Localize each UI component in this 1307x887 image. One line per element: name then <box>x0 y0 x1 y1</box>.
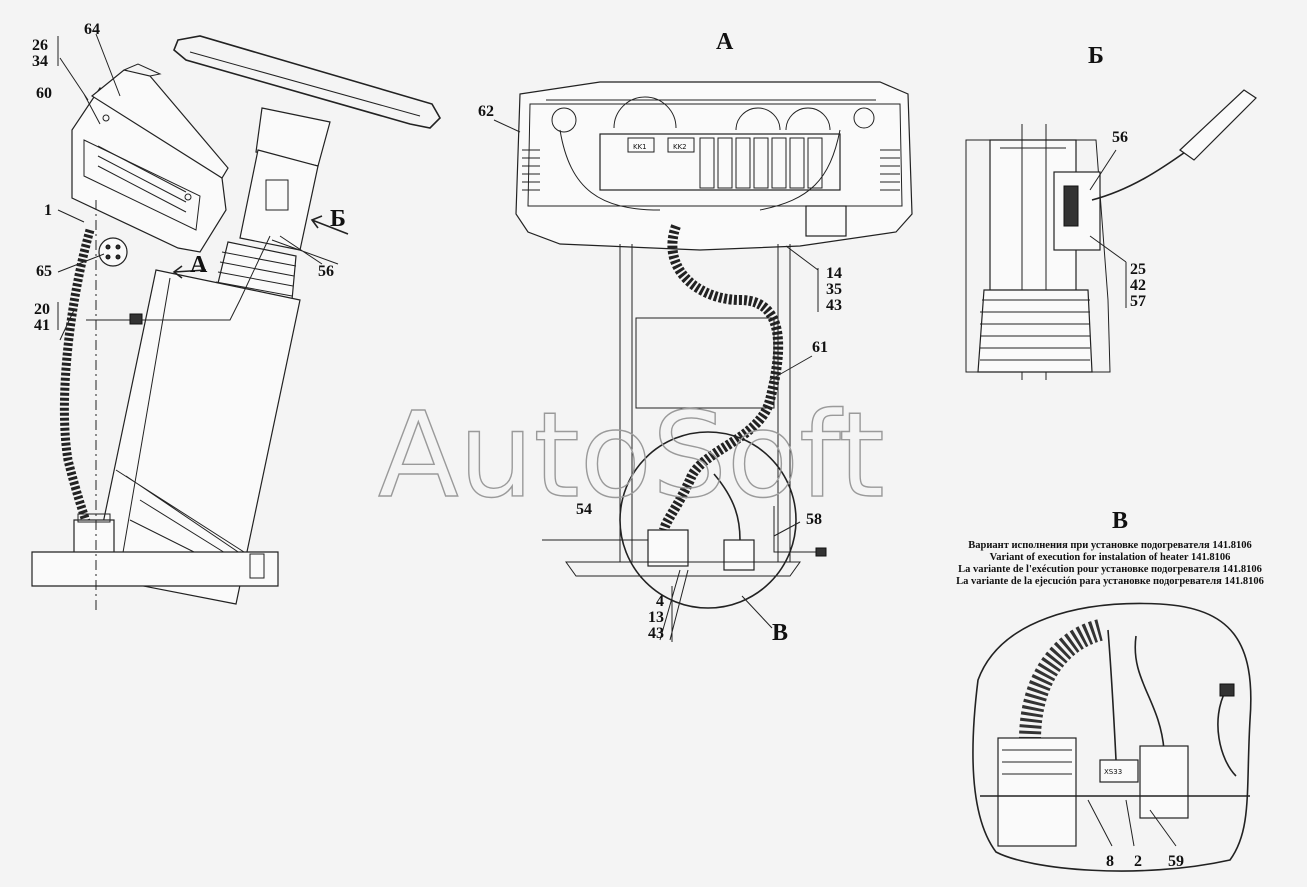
column-cover <box>91 269 301 605</box>
view-a-arrow-label: А <box>190 252 208 278</box>
label-43-bottom: 43 <box>648 625 664 642</box>
label-60: 60 <box>36 85 52 102</box>
arrow-a <box>172 265 207 279</box>
callout-labels: 64 26 34 60 1 65 20 41 56 62 14 35 43 61… <box>32 21 1184 870</box>
wire-harness-side <box>59 228 97 542</box>
arrow-b <box>310 215 349 235</box>
heater-note-es: La variante de la ejecución para установ… <box>956 576 1264 587</box>
label-13: 13 <box>648 609 664 626</box>
connector-heater <box>723 539 755 571</box>
side-view <box>31 33 441 610</box>
label-41: 41 <box>34 317 50 334</box>
label-56-side: 56 <box>318 263 334 280</box>
wire-harness-61 <box>659 224 784 532</box>
label-8: 8 <box>1106 853 1114 870</box>
label-54: 54 <box>576 501 592 518</box>
label-2: 2 <box>1134 853 1142 870</box>
detail-outline-v <box>972 602 1252 872</box>
harness-v <box>1019 619 1104 741</box>
gauge-right <box>785 107 831 131</box>
view-a-title: А <box>716 29 734 55</box>
label-4: 4 <box>656 593 664 610</box>
label-34: 34 <box>32 53 48 70</box>
connector-xs33 <box>1099 759 1139 783</box>
label-62: 62 <box>478 103 494 120</box>
heater-note-en: Variant of execution for instalation of … <box>990 552 1231 563</box>
instrument-cluster <box>71 63 229 253</box>
label-1: 1 <box>44 202 52 219</box>
dash-light <box>551 107 577 133</box>
connector-59 <box>1139 745 1189 819</box>
view-v-callout: В <box>772 620 788 646</box>
label-61: 61 <box>812 339 828 356</box>
label-56-b: 56 <box>1112 129 1128 146</box>
label-20: 20 <box>34 301 50 318</box>
label-65: 65 <box>36 263 52 280</box>
lever-handle <box>1179 89 1257 161</box>
heater-note-ru: Вариант исполнения при установке подогре… <box>968 540 1251 551</box>
view-b-arrow-label: Б <box>330 206 346 232</box>
watermark: AutoSoft <box>378 386 885 524</box>
view-b <box>965 89 1257 380</box>
lever-arm <box>1091 149 1189 201</box>
wire-58-branch <box>713 473 741 541</box>
view-b-title: Б <box>1088 43 1104 69</box>
gauge-left <box>613 96 677 129</box>
connector-65 <box>98 237 128 267</box>
floor-plate-side <box>31 551 279 587</box>
view-v-title: В <box>1112 508 1128 534</box>
steering-wheel <box>173 35 441 129</box>
label-26: 26 <box>32 37 48 54</box>
label-43-top: 43 <box>826 297 842 314</box>
label-35: 35 <box>826 281 842 298</box>
gauge-middle <box>735 107 781 131</box>
label-59: 59 <box>1168 853 1184 870</box>
label-42: 42 <box>1130 277 1146 294</box>
mark-kk1: KK1 <box>633 143 647 151</box>
connector-54 <box>647 529 689 567</box>
view-v <box>972 602 1252 872</box>
column-upper <box>239 149 319 251</box>
label-25: 25 <box>1130 261 1146 278</box>
boot-b <box>977 289 1093 373</box>
dash-switch <box>853 107 875 129</box>
label-64: 64 <box>84 21 100 38</box>
mark-xs33: XS33 <box>1104 768 1122 776</box>
heater-note-fr: La variante de l'exécution pour установк… <box>958 564 1262 575</box>
floor-plate-a <box>565 561 801 577</box>
mark-kk2: KK2 <box>673 143 687 151</box>
view-a <box>493 81 913 642</box>
label-58: 58 <box>806 511 822 528</box>
detail-circle-v <box>619 431 797 609</box>
fuse-block <box>599 133 841 191</box>
label-14: 14 <box>826 265 842 282</box>
label-57: 57 <box>1130 293 1146 310</box>
connector-54-v <box>997 737 1077 847</box>
